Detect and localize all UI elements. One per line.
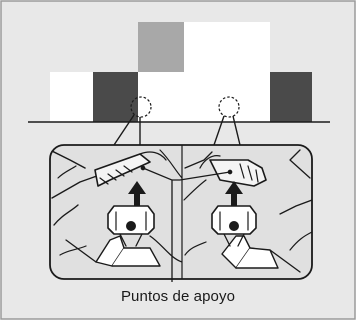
caption-leader [142, 167, 231, 282]
vehicle-silhouette [50, 22, 312, 122]
jack-point-marker-front [130, 96, 152, 118]
detail-left [50, 149, 182, 263]
floor-jack-right [211, 205, 301, 273]
support-points-caption: Puntos de apoyo [120, 288, 236, 305]
detail-right [183, 149, 312, 256]
callout-connectors [113, 114, 241, 146]
jack-point-marker-rear [218, 96, 240, 118]
detail-panel-outline [49, 144, 313, 280]
lift-direction-arrow-left [128, 181, 146, 206]
support-point-dot-right [227, 169, 233, 175]
support-point-dot-left [140, 165, 146, 171]
lift-direction-arrow-right [225, 181, 243, 206]
floor-jack-left [65, 205, 161, 267]
